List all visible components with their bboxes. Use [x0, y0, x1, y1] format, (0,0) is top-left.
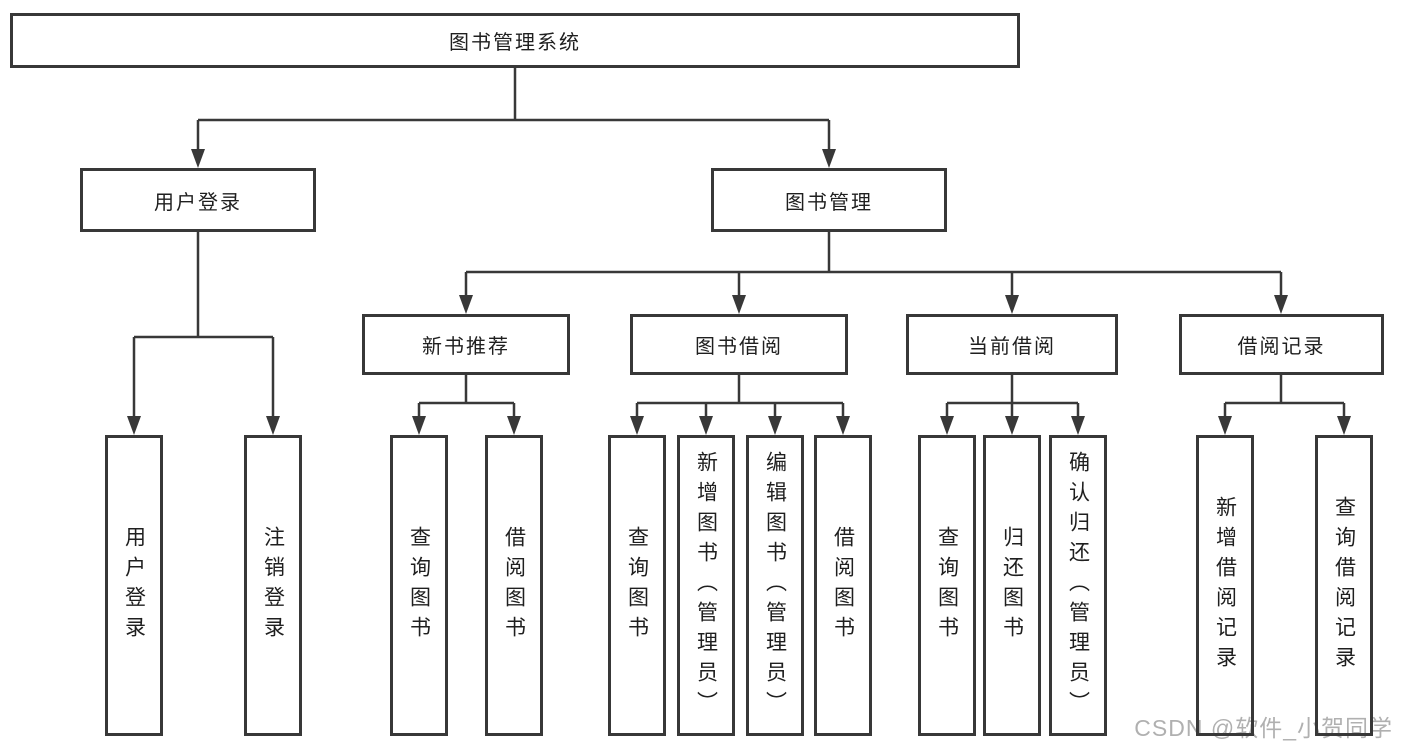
leaf-query-books-new: 查询图书	[390, 435, 448, 736]
leaf-query-books-new-label: 查询图书	[407, 525, 431, 646]
arrowheads	[127, 149, 1351, 435]
node-borrow-records: 借阅记录	[1179, 314, 1384, 375]
leaf-query-borrow-record-label: 查询借阅记录	[1332, 495, 1356, 676]
node-root: 图书管理系统	[10, 13, 1020, 68]
node-book-mgmt: 图书管理	[711, 168, 947, 232]
connector-book-borrow-to-leaves	[635, 375, 845, 419]
node-borrow-records-label: 借阅记录	[1237, 336, 1326, 358]
leaf-logout: 注销登录	[244, 435, 302, 736]
connector-book-mgmt-to-level3	[464, 232, 1283, 298]
leaf-add-borrow-record-label: 新增借阅记录	[1213, 495, 1237, 676]
leaf-confirm-return-admin: 确认归还（管理员）	[1049, 435, 1107, 736]
leaf-add-borrow-record: 新增借阅记录	[1196, 435, 1254, 736]
leaf-user-login-label: 用户登录	[122, 525, 146, 646]
connector-borrow-records-to-leaves	[1223, 375, 1346, 419]
node-book-borrow-label: 图书借阅	[695, 336, 783, 358]
connector-user-login-to-leaves	[132, 232, 275, 419]
leaf-add-books-admin-label: 新增图书（管理员）	[694, 450, 718, 721]
leaf-logout-label: 注销登录	[261, 525, 285, 646]
node-new-books-label: 新书推荐	[422, 336, 510, 358]
node-new-books: 新书推荐	[362, 314, 570, 375]
node-root-label: 图书管理系统	[449, 32, 581, 54]
leaf-borrow-books-new-label: 借阅图书	[502, 525, 526, 646]
leaf-borrow-books: 借阅图书	[814, 435, 872, 736]
leaf-borrow-books-new: 借阅图书	[485, 435, 543, 736]
node-book-mgmt-label: 图书管理	[785, 191, 873, 214]
connector-root-to-level2	[196, 68, 831, 152]
leaf-edit-books-admin: 编辑图书（管理员）	[746, 435, 804, 736]
leaf-query-books-current: 查询图书	[918, 435, 976, 736]
leaf-edit-books-admin-label: 编辑图书（管理员）	[763, 450, 787, 721]
leaf-query-books-borrow: 查询图书	[608, 435, 666, 736]
leaf-user-login: 用户登录	[105, 435, 163, 736]
node-book-borrow: 图书借阅	[630, 314, 848, 375]
leaf-query-books-borrow-label: 查询图书	[625, 525, 649, 646]
node-user-login: 用户登录	[80, 168, 316, 232]
connector-new-books-to-leaves	[417, 375, 516, 419]
node-current-borrow-label: 当前借阅	[968, 336, 1056, 358]
connector-current-borrow-to-leaves	[945, 375, 1080, 419]
leaf-add-books-admin: 新增图书（管理员）	[677, 435, 735, 736]
leaf-query-borrow-record: 查询借阅记录	[1315, 435, 1373, 736]
watermark: CSDN @软件_小贺同学	[1134, 715, 1393, 741]
node-user-login-label: 用户登录	[154, 191, 242, 214]
node-current-borrow: 当前借阅	[906, 314, 1118, 375]
leaf-return-books-label: 归还图书	[1000, 525, 1024, 646]
leaf-return-books: 归还图书	[983, 435, 1041, 736]
leaf-borrow-books-label: 借阅图书	[831, 525, 855, 646]
leaf-confirm-return-admin-label: 确认归还（管理员）	[1066, 450, 1090, 721]
leaf-query-books-current-label: 查询图书	[935, 525, 959, 646]
